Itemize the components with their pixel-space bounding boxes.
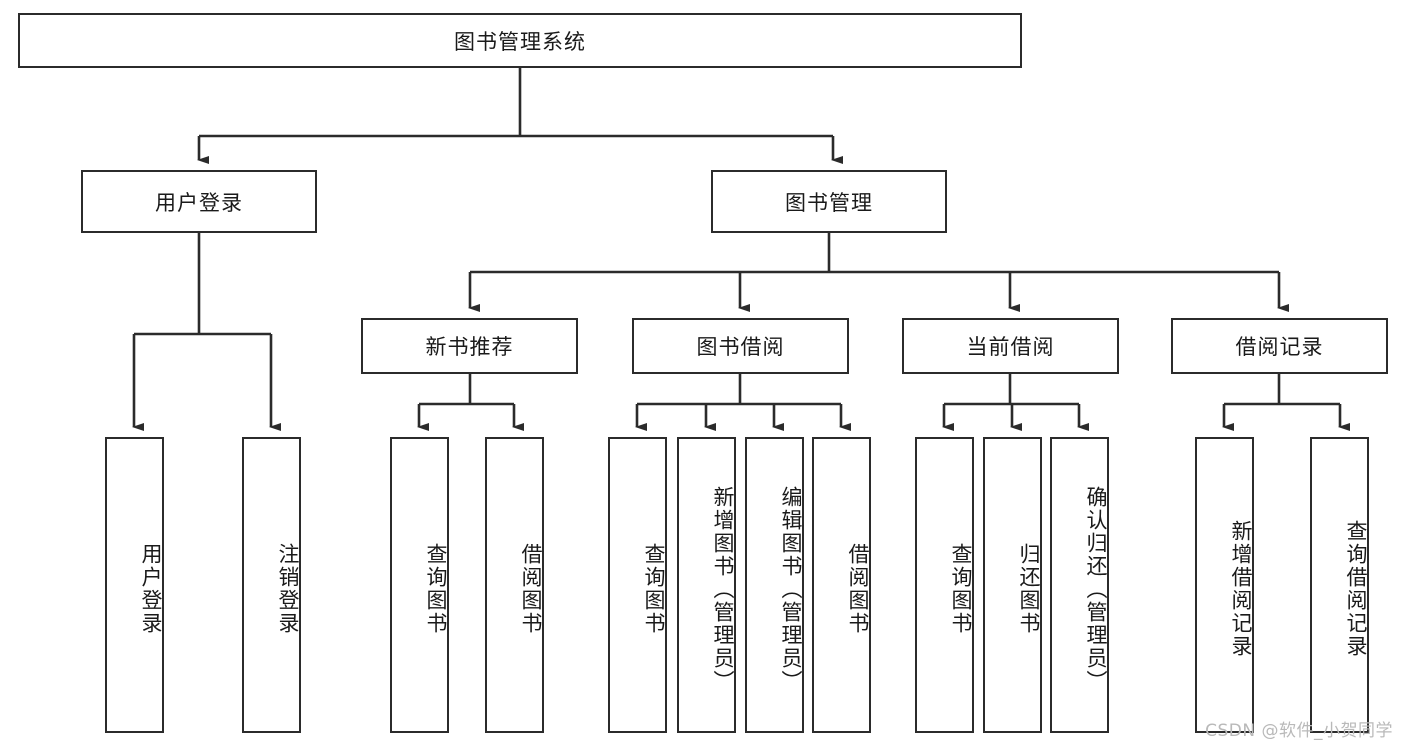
leaf-user-login[interactable]: 用户登录 (105, 437, 164, 733)
leaf-cb-confirm-return[interactable]: 确认归还（管理员） (1050, 437, 1109, 733)
node-root-label: 图书管理系统 (454, 29, 586, 54)
leaf-user-login-label: 用户登录 (139, 543, 163, 635)
leaf-cb-query-book-label: 查询图书 (949, 543, 973, 635)
leaf-bb-add-book-label: 新增图书（管理员） (711, 485, 735, 693)
node-new-book-recommend-label: 新书推荐 (425, 335, 514, 359)
node-new-book-recommend[interactable]: 新书推荐 (361, 318, 578, 374)
leaf-logout-label: 注销登录 (276, 543, 300, 635)
leaf-logout[interactable]: 注销登录 (242, 437, 301, 733)
node-borrow-record-label: 借阅记录 (1235, 335, 1324, 359)
leaf-br-add-record-label: 新增借阅记录 (1229, 520, 1253, 658)
node-user-login-label: 用户登录 (155, 190, 243, 215)
leaf-bb-borrow-book[interactable]: 借阅图书 (812, 437, 871, 733)
leaf-nb-query-book-label: 查询图书 (424, 543, 448, 635)
watermark: CSDN @软件_小贺同学 (1205, 721, 1393, 741)
leaf-cb-query-book[interactable]: 查询图书 (915, 437, 974, 733)
leaf-nb-borrow-book-label: 借阅图书 (519, 543, 543, 635)
leaf-br-query-record[interactable]: 查询借阅记录 (1310, 437, 1369, 733)
leaf-nb-borrow-book[interactable]: 借阅图书 (485, 437, 544, 733)
leaf-bb-edit-book[interactable]: 编辑图书（管理员） (745, 437, 804, 733)
leaf-nb-query-book[interactable]: 查询图书 (390, 437, 449, 733)
leaf-br-add-record[interactable]: 新增借阅记录 (1195, 437, 1254, 733)
node-borrow-record[interactable]: 借阅记录 (1171, 318, 1388, 374)
node-book-borrow[interactable]: 图书借阅 (632, 318, 849, 374)
node-book-manage-label: 图书管理 (785, 190, 873, 215)
leaf-bb-edit-book-label: 编辑图书（管理员） (779, 485, 803, 693)
node-user-login[interactable]: 用户登录 (81, 170, 317, 233)
node-book-borrow-label: 图书借阅 (696, 335, 785, 359)
leaf-cb-confirm-return-label: 确认归还（管理员） (1084, 485, 1108, 693)
leaf-br-query-record-label: 查询借阅记录 (1344, 520, 1368, 658)
leaf-bb-query-book[interactable]: 查询图书 (608, 437, 667, 733)
leaf-bb-borrow-book-label: 借阅图书 (846, 543, 870, 635)
node-book-manage[interactable]: 图书管理 (711, 170, 947, 233)
node-root[interactable]: 图书管理系统 (18, 13, 1022, 68)
node-current-borrow[interactable]: 当前借阅 (902, 318, 1119, 374)
leaf-bb-query-book-label: 查询图书 (642, 543, 666, 635)
node-current-borrow-label: 当前借阅 (966, 335, 1055, 359)
leaf-cb-return-book-label: 归还图书 (1017, 543, 1041, 635)
leaf-bb-add-book[interactable]: 新增图书（管理员） (677, 437, 736, 733)
leaf-cb-return-book[interactable]: 归还图书 (983, 437, 1042, 733)
